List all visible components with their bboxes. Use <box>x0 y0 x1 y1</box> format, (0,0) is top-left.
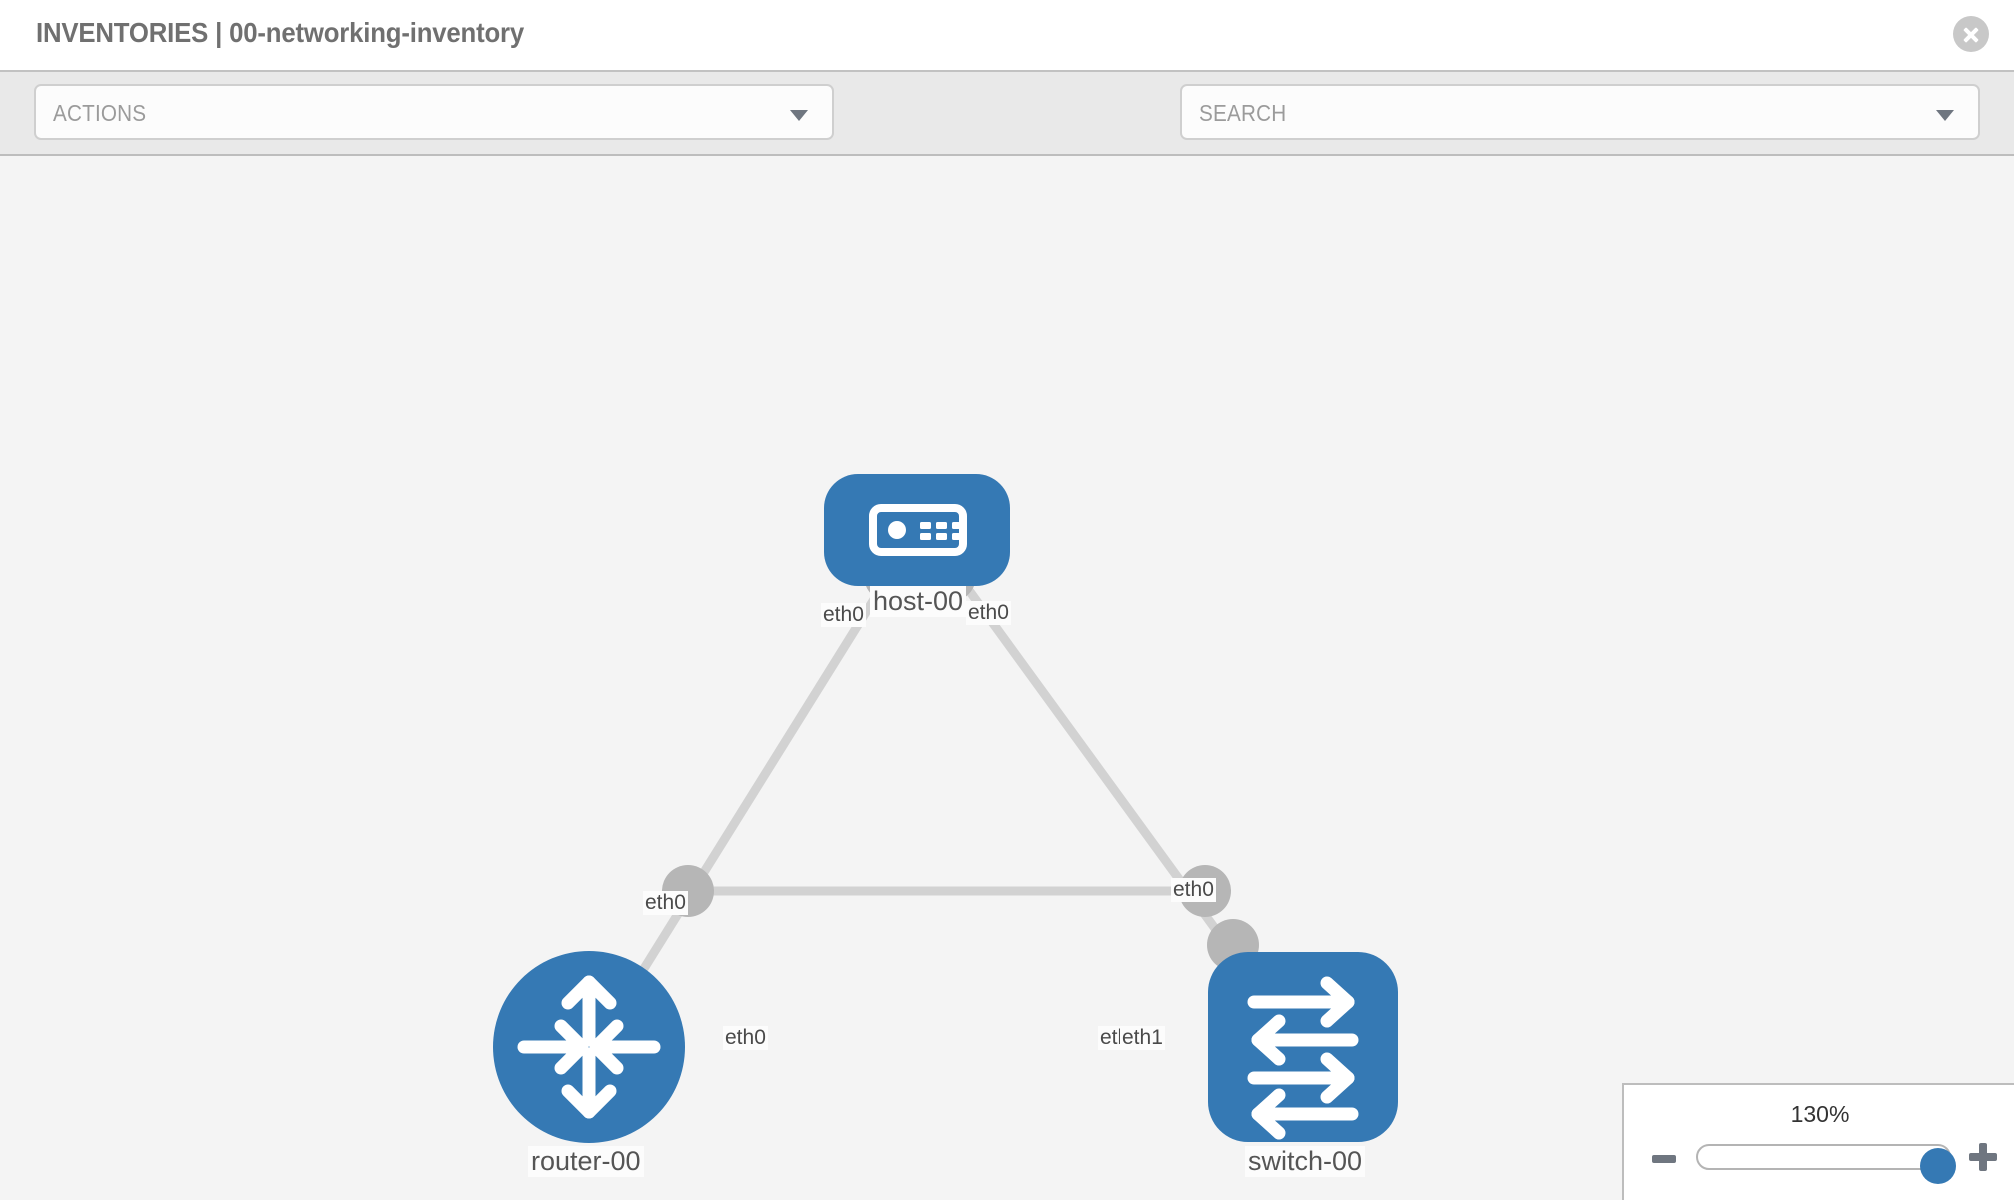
topology-svg <box>493 474 1398 1143</box>
search-input[interactable]: SEARCH <box>1180 84 1980 140</box>
port-label-router-up[interactable]: eth0 <box>643 891 688 915</box>
zoom-slider-track[interactable] <box>1696 1144 1956 1184</box>
page-header: INVENTORIES | 00-networking-inventory <box>0 0 2014 70</box>
zoom-control-panel: 130% <box>1622 1083 2014 1200</box>
zoom-in-button[interactable] <box>1969 1143 1997 1171</box>
topology-canvas[interactable]: host-00 router-00 switch-00 eth0 eth0 et… <box>0 156 2014 1200</box>
router-arrows-icon <box>517 975 661 1119</box>
close-icon[interactable] <box>1953 16 1989 52</box>
node-label-switch-00[interactable]: switch-00 <box>1245 1146 1366 1177</box>
actions-dropdown[interactable]: ACTIONS <box>34 84 834 140</box>
server-icon <box>869 504 967 556</box>
toolbar: ACTIONS SEARCH <box>0 70 2014 207</box>
chevron-down-icon <box>1936 110 1954 121</box>
node-label-host-00[interactable]: host-00 <box>870 586 967 617</box>
port-label-switch-up[interactable]: eth0 <box>1171 878 1216 902</box>
page-title: INVENTORIES | 00-networking-inventory <box>36 17 525 48</box>
node-router-00[interactable] <box>493 951 685 1143</box>
zoom-level-value: 130% <box>1790 1101 1850 1127</box>
zoom-slider-row <box>1624 1137 2014 1184</box>
topology-links <box>621 553 1239 1002</box>
port-label-host-right[interactable]: eth0 <box>966 601 1011 625</box>
port-label-router-right[interactable]: eth0 <box>723 1026 768 1050</box>
actions-dropdown-label: ACTIONS <box>53 100 147 126</box>
zoom-out-button[interactable] <box>1652 1155 1676 1163</box>
zoom-slider-thumb[interactable] <box>1920 1148 1956 1184</box>
port-label-host-left[interactable]: eth0 <box>821 603 866 627</box>
port-label-switch-left[interactable]: eth1 <box>1120 1026 1165 1050</box>
switch-arrows-icon <box>1247 976 1359 1140</box>
node-host-00[interactable] <box>824 474 1010 586</box>
search-placeholder: SEARCH <box>1199 100 1287 126</box>
link-host-router[interactable] <box>621 553 905 1002</box>
chevron-down-icon <box>790 110 808 121</box>
node-switch-00[interactable] <box>1208 952 1398 1142</box>
zoom-in-stroke-v <box>1979 1143 1987 1171</box>
node-router-00-body[interactable] <box>493 951 685 1143</box>
node-host-00-body[interactable] <box>824 474 1010 586</box>
node-label-router-00[interactable]: router-00 <box>528 1146 644 1177</box>
